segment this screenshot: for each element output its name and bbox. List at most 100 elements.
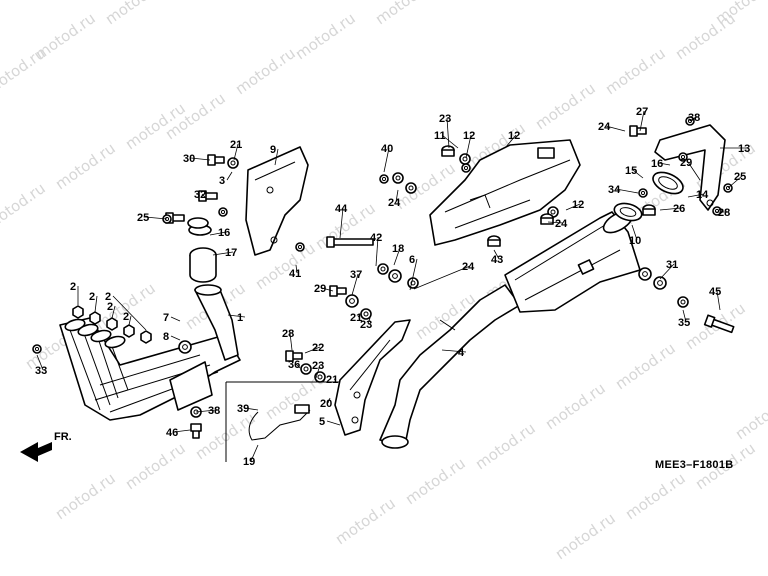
part-callout-14: 14	[696, 189, 709, 201]
nut	[392, 172, 404, 184]
leader-line	[315, 364, 321, 379]
part-callout-35: 35	[678, 317, 690, 329]
leader-line	[395, 189, 399, 203]
nut	[123, 324, 135, 338]
nut	[638, 188, 648, 198]
leader-line	[565, 203, 581, 211]
leader-line	[659, 263, 675, 280]
part-callout-13: 13	[738, 143, 750, 155]
watermark-text: motod.ru	[332, 494, 399, 548]
part-callout-7: 7	[163, 312, 169, 324]
part-callout-30: 30	[183, 153, 195, 165]
oxygen-sensor	[225, 381, 340, 462]
leader-line	[195, 409, 217, 413]
leader-line	[465, 134, 472, 159]
part-callout-24: 24	[555, 218, 568, 230]
part-callout-29: 29	[314, 283, 326, 295]
part-callout-41: 41	[289, 268, 301, 280]
leader-line	[383, 147, 390, 173]
part-callout-25: 25	[734, 171, 746, 183]
leader-line	[441, 134, 459, 149]
watermark-text: motod.ru	[542, 379, 609, 433]
leader-line	[409, 258, 418, 291]
part-callout-23: 23	[312, 360, 324, 372]
nut	[459, 153, 471, 165]
part-callout-24: 24	[598, 121, 611, 133]
part-callout-12: 12	[572, 199, 584, 211]
watermark-text: motod.ru	[532, 79, 599, 133]
nut	[405, 182, 417, 194]
leader-line	[727, 175, 743, 189]
leader-line	[209, 231, 227, 236]
nut	[89, 311, 101, 325]
leader-line	[244, 407, 259, 411]
part-callout-21: 21	[350, 312, 362, 324]
part-callout-42: 42	[370, 232, 382, 244]
part-callout-10: 10	[629, 235, 641, 247]
muffler-protector	[334, 319, 411, 436]
part-callout-16: 16	[218, 227, 230, 239]
muffler-bracket	[654, 124, 726, 211]
bolt	[703, 314, 735, 334]
watermark-layer: motod.rumotod.rumotod.rumotod.rumotod.ru…	[0, 0, 768, 563]
nut	[712, 206, 722, 216]
part-callout-25: 25	[137, 212, 149, 224]
leader-line	[659, 207, 682, 211]
part-callout-2: 2	[107, 301, 113, 313]
watermark-text: motod.ru	[402, 454, 469, 508]
part-callout-1: 1	[237, 312, 243, 324]
nut	[677, 296, 689, 308]
leader-line	[304, 346, 321, 354]
collar	[487, 235, 501, 247]
watermark-text: motod.ru	[372, 0, 439, 28]
part-callout-22: 22	[312, 342, 324, 354]
leader-line	[357, 313, 361, 318]
leader-line	[94, 295, 98, 313]
gasket-ring	[613, 202, 643, 222]
part-callout-11: 11	[434, 130, 446, 142]
part-callout-38: 38	[688, 112, 700, 124]
bolt	[198, 190, 218, 202]
collar	[441, 145, 455, 157]
part-callout-2: 2	[70, 281, 76, 293]
leader-line	[547, 221, 564, 224]
nut	[678, 152, 688, 162]
leader-line	[658, 162, 671, 166]
bolt	[326, 236, 374, 248]
nut	[106, 317, 118, 331]
part-callout-43: 43	[491, 254, 503, 266]
nut	[388, 269, 402, 283]
watermark-text: motod.ru	[552, 509, 619, 563]
leader-line	[250, 444, 259, 462]
part-callout-40: 40	[381, 143, 393, 155]
nut	[653, 276, 667, 290]
watermark-text: motod.ru	[52, 469, 119, 523]
leader-line	[375, 236, 379, 267]
watermark-text: motod.ru	[442, 0, 509, 3]
nut	[377, 263, 389, 275]
leader-line	[190, 157, 211, 161]
muffler-cover	[429, 139, 581, 246]
diagram-code: MEE3–F1801B	[655, 459, 734, 471]
part-callout-2: 2	[105, 291, 111, 303]
leader-line	[327, 397, 331, 404]
part-callout-6: 6	[409, 254, 415, 266]
part-callout-37: 37	[350, 269, 362, 281]
nut	[218, 207, 228, 217]
leader-lines	[36, 110, 746, 462]
watermark-text: motod.ru	[602, 44, 669, 98]
nut	[461, 163, 471, 173]
leader-line	[274, 148, 279, 166]
part-callout-15: 15	[625, 165, 637, 177]
leader-line	[441, 349, 467, 353]
exhaust-header-pipes	[59, 284, 241, 421]
leader-line	[367, 317, 371, 325]
collar	[642, 204, 656, 216]
watermark-text: motod.ru	[0, 179, 49, 233]
header-heat-shield	[245, 146, 309, 256]
muffler-band	[652, 171, 684, 195]
leader-line	[170, 335, 181, 341]
part-callout-18: 18	[392, 243, 404, 255]
leader-line	[631, 224, 638, 241]
leader-line	[170, 316, 181, 322]
